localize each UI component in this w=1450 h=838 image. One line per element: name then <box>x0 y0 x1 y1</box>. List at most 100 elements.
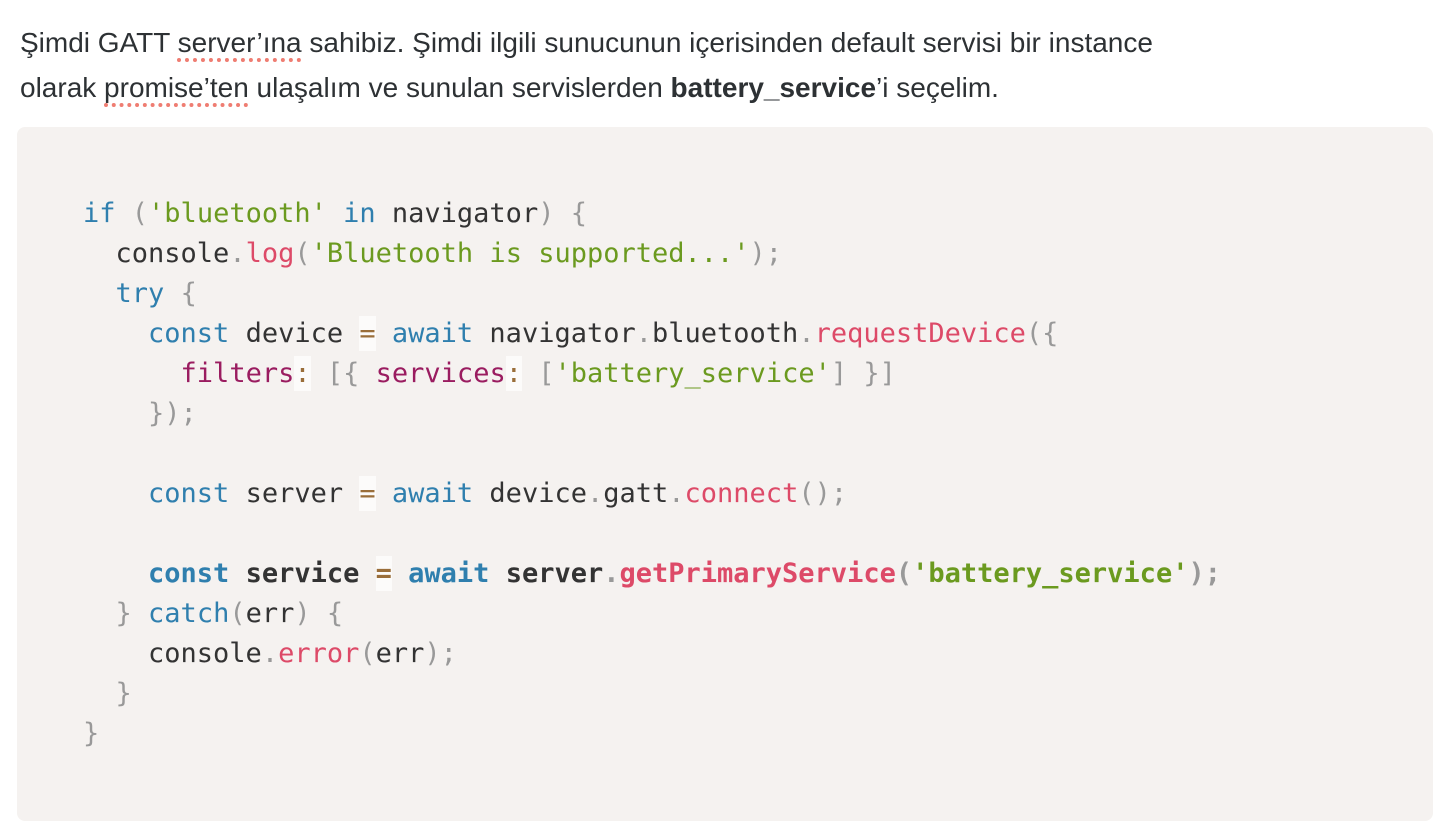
code-token <box>522 358 538 389</box>
code-token: log <box>245 238 295 269</box>
text-segment: sahibiz. Şimdi ilgili sunucunun içerisin… <box>301 27 1153 58</box>
code-token <box>83 478 148 509</box>
code-token: ( <box>294 238 311 269</box>
code-token: 'battery_service' <box>912 558 1189 589</box>
code-token: ( <box>229 598 246 629</box>
misspelled-word: server’ına <box>177 27 302 58</box>
code-token: } <box>83 718 100 749</box>
code-token: ( <box>131 198 149 229</box>
code-line: } <box>83 714 1367 754</box>
code-line: const device = await navigator.bluetooth… <box>83 314 1367 354</box>
code-token <box>83 678 116 709</box>
code-token: } <box>115 678 132 709</box>
code-token: console <box>83 638 262 669</box>
code-token: err <box>245 598 295 629</box>
code-token: [{ <box>326 358 360 389</box>
code-line: if ('bluetooth' in navigator) { <box>83 194 1367 234</box>
code-token: ); <box>749 238 783 269</box>
code-token: navigator <box>375 198 539 229</box>
code-token: : <box>505 356 522 391</box>
code-token: { <box>570 198 587 229</box>
code-token: requestDevice <box>814 318 1026 349</box>
code-token <box>311 598 327 629</box>
text-segment: ’i seçelim. <box>876 72 999 103</box>
code-token: . <box>635 318 652 349</box>
code-token: const <box>148 558 230 589</box>
code-content: if ('bluetooth' in navigator) { console.… <box>17 127 1433 821</box>
code-token: . <box>261 638 279 669</box>
code-token <box>327 198 343 229</box>
code-token: ); <box>1188 558 1221 589</box>
highlighted-term: battery_service <box>670 72 877 103</box>
code-token: bluetooth <box>652 318 799 349</box>
paragraph-line: Şimdi GATT server’ına sahibiz. Şimdi ilg… <box>20 20 1433 65</box>
text-segment: olarak <box>20 72 105 103</box>
code-token <box>554 198 570 229</box>
code-token <box>164 278 180 309</box>
page: Şimdi GATT server’ına sahibiz. Şimdi ilg… <box>17 0 1433 821</box>
paragraph-line: olarak promise’ten ulaşalım ve sunulan s… <box>20 65 1433 110</box>
code-line: const service = await server.getPrimaryS… <box>83 554 1367 594</box>
code-line: } catch(err) { <box>83 594 1367 634</box>
code-token: { <box>326 598 344 629</box>
code-token: 'bluetooth' <box>148 198 327 229</box>
code-token: . <box>603 558 620 589</box>
code-line: } <box>83 674 1367 714</box>
code-token: 'battery_service' <box>554 358 831 389</box>
code-token: const <box>148 318 230 349</box>
code-token: ) <box>538 198 555 229</box>
code-token <box>392 558 408 589</box>
code-token <box>376 318 392 349</box>
code-token: await <box>408 558 490 589</box>
code-token: in <box>343 198 376 229</box>
code-token <box>116 198 132 229</box>
code-token: console <box>83 238 230 269</box>
code-line: filters: [{ services: ['battery_service'… <box>83 354 1367 394</box>
text-segment: Şimdi GATT <box>20 27 178 58</box>
code-token: }] <box>863 358 896 389</box>
code-token: : <box>294 356 311 391</box>
code-token <box>83 598 116 629</box>
code-token: navigator <box>473 318 636 349</box>
code-token: { <box>180 278 197 309</box>
code-token: [ <box>538 358 555 389</box>
code-token: ); <box>424 638 457 669</box>
code-token: = <box>375 556 392 591</box>
code-token: (); <box>798 478 848 509</box>
code-token <box>847 358 863 389</box>
code-token: ({ <box>1025 318 1059 349</box>
code-token <box>83 398 148 429</box>
code-line: console.error(err); <box>83 634 1367 674</box>
code-line: try { <box>83 274 1367 314</box>
code-token: . <box>586 478 604 509</box>
code-line <box>83 434 1367 474</box>
code-token: device <box>229 318 360 349</box>
text-segment: ulaşalım ve sunulan servislerden <box>248 72 671 103</box>
code-token: filters <box>180 358 295 389</box>
code-token: await <box>391 318 474 349</box>
code-token: const <box>148 478 230 509</box>
code-token: . <box>229 238 246 269</box>
code-token: } <box>115 598 132 629</box>
code-token: server <box>229 478 360 509</box>
code-token: getPrimaryService <box>619 558 896 589</box>
code-token <box>132 598 148 629</box>
code-token: 'Bluetooth is supported...' <box>310 238 750 269</box>
code-token <box>83 278 116 309</box>
code-line: const server = await device.gatt.connect… <box>83 474 1367 514</box>
code-token <box>83 318 148 349</box>
code-token <box>359 358 375 389</box>
code-token: = <box>359 476 376 511</box>
code-token: = <box>359 316 376 351</box>
code-token: connect <box>684 478 799 509</box>
code-token: service <box>229 558 376 589</box>
code-token: if <box>83 198 116 229</box>
code-token: ( <box>895 558 913 589</box>
code-token: catch <box>148 598 230 629</box>
code-token <box>83 358 181 389</box>
code-token <box>311 358 327 389</box>
code-token: ] <box>830 358 848 389</box>
code-token: error <box>278 638 360 669</box>
intro-paragraph: Şimdi GATT server’ına sahibiz. Şimdi ilg… <box>17 0 1433 110</box>
misspelled-word: promise’ten <box>104 72 249 103</box>
